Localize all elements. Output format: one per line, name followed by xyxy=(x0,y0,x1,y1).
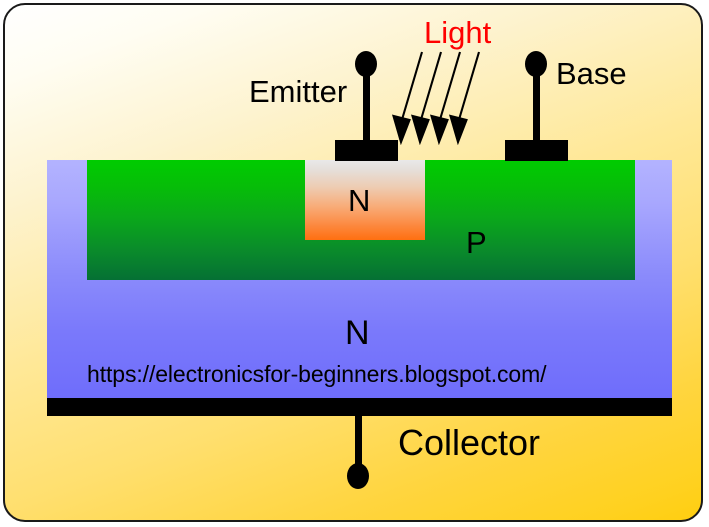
collector-lead-stem xyxy=(355,413,362,471)
collector-label: Collector xyxy=(398,422,541,463)
light-arrows-icon xyxy=(390,50,500,146)
emitter-label: Emitter xyxy=(249,74,348,109)
emitter-contact-pad xyxy=(335,140,398,161)
n-collector-label: N xyxy=(345,314,370,352)
collector-metal-contact xyxy=(47,398,672,416)
collector-terminal-dot xyxy=(347,463,369,489)
light-label: Light xyxy=(424,15,492,50)
base-contact-pad xyxy=(505,140,568,161)
n-emitter-region xyxy=(305,160,425,240)
watermark-url: https://electronicsfor-beginners.blogspo… xyxy=(87,361,547,387)
emitter-terminal-dot xyxy=(355,51,377,77)
p-region-label: P xyxy=(466,225,487,260)
base-terminal-dot xyxy=(525,51,547,77)
emitter-lead-stem xyxy=(363,68,370,142)
base-label: Base xyxy=(556,56,627,91)
n-emitter-label: N xyxy=(348,183,371,218)
diagram-frame: N P N https://electronicsfor-beginners.b… xyxy=(3,3,703,522)
base-lead-stem xyxy=(533,68,540,142)
